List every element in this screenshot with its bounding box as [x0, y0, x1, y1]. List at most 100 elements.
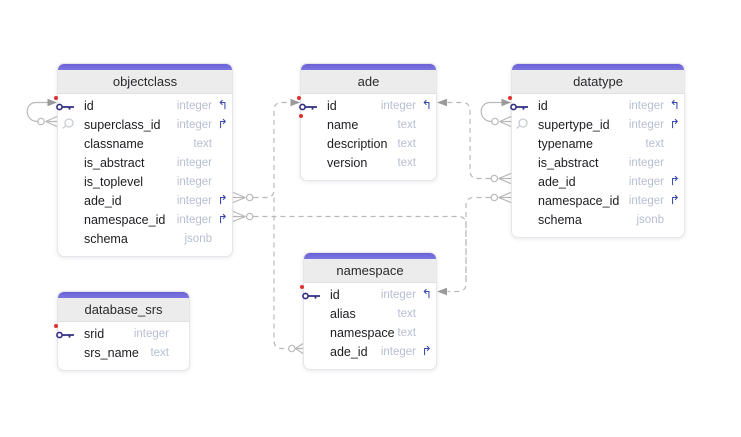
table-title[interactable]: database_srs [58, 298, 189, 322]
icon-slot [58, 229, 84, 248]
icon-slot [58, 153, 84, 172]
field-name: is_abstract [84, 155, 145, 170]
field-list: id integer ↰ alias text namespace text a… [300, 283, 436, 361]
field-row-superclass-id[interactable]: superclass_id integer ↱ [58, 115, 232, 134]
field-name: is_abstract [538, 155, 599, 170]
field-name: id [538, 98, 548, 113]
table-title[interactable]: namespace [304, 259, 436, 283]
field-row-is-toplevel[interactable]: is_toplevel integer [58, 172, 232, 191]
field-type: text [193, 137, 212, 150]
relationship-datatype-ade[interactable] [437, 98, 512, 185]
foreign-key-icon: ↱ [217, 192, 228, 208]
field-row-typename[interactable]: typename text [512, 134, 684, 153]
field-row-namespace-id[interactable]: namespace_id integer ↱ [512, 191, 684, 210]
field-type: text [397, 118, 416, 131]
field-name: classname [84, 136, 144, 151]
table-header-bar [58, 292, 189, 298]
field-row-name[interactable]: name text [301, 115, 436, 134]
field-name: schema [84, 231, 128, 246]
field-row-srs-name[interactable]: srs_name text [58, 343, 189, 362]
field-type: integer [176, 194, 212, 207]
foreign-key-icon: ↱ [669, 192, 680, 208]
icon-slot [512, 153, 538, 172]
attachment-dot [297, 95, 301, 100]
field-name: version [327, 155, 368, 170]
search-icon [60, 117, 76, 133]
field-type: integer [176, 175, 212, 188]
field-row-is-abstract[interactable]: is_abstract integer [512, 153, 684, 172]
attachment-dot [54, 95, 58, 100]
field-row-alias[interactable]: alias text [304, 304, 436, 323]
table-ade[interactable]: ade id integer ↰ name text description t… [297, 63, 437, 181]
field-type: text [645, 137, 664, 150]
relationship-objectclass-namespace[interactable] [232, 210, 467, 296]
field-name: name [327, 117, 359, 132]
field-type: integer [380, 345, 416, 358]
field-row-namespace-id[interactable]: namespace_id integer ↱ [58, 210, 232, 229]
attachment-dot [299, 114, 303, 118]
field-row-id[interactable]: id integer ↰ [300, 284, 436, 304]
field-type: integer [628, 99, 664, 112]
field-type: jsonb [636, 213, 665, 226]
field-type: text [397, 326, 416, 339]
icon-slot [54, 95, 84, 115]
attachment-dot [54, 323, 58, 328]
field-row-classname[interactable]: classname text [58, 134, 232, 153]
foreign-key-icon: ↱ [217, 211, 228, 227]
field-row-namespace[interactable]: namespace text [304, 323, 436, 342]
field-type: integer [176, 213, 212, 226]
foreign-key-icon: ↱ [421, 343, 432, 359]
field-type: integer [176, 118, 212, 131]
field-row-schema[interactable]: schema jsonb [512, 210, 684, 229]
field-row-id[interactable]: id integer ↰ [297, 95, 436, 115]
field-row-supertype-id[interactable]: supertype_id integer ↱ [512, 115, 684, 134]
field-type: text [150, 346, 169, 359]
icon-slot [304, 323, 330, 342]
relationship-objectclass-superclass[interactable] [26, 98, 58, 128]
field-row-ade-id[interactable]: ade_id integer ↱ [512, 172, 684, 191]
relationship-objectclass-ade[interactable] [232, 98, 300, 204]
field-type: jsonb [184, 232, 213, 245]
table-objectclass[interactable]: objectclass id integer ↰ superclass_id i… [54, 63, 233, 257]
referenced-by-icon: ↰ [669, 97, 680, 113]
field-row-schema[interactable]: schema jsonb [58, 229, 232, 248]
icon-slot [508, 95, 538, 115]
field-type: integer [380, 288, 416, 301]
field-row-id[interactable]: id integer ↰ [508, 95, 684, 115]
table-namespace[interactable]: namespace id integer ↰ alias text namesp… [300, 252, 437, 370]
primary-key-icon [300, 284, 323, 301]
field-name: namespace_id [84, 212, 166, 227]
icon-slot [58, 172, 84, 191]
table-title[interactable]: ade [301, 70, 436, 94]
relationship-namespace-ade[interactable] [273, 197, 304, 354]
field-row-is-abstract[interactable]: is_abstract integer [58, 153, 232, 172]
field-name: ade_id [84, 193, 122, 208]
primary-key-icon [54, 95, 77, 112]
table-title[interactable]: datatype [512, 70, 684, 94]
table-title[interactable]: objectclass [58, 70, 232, 94]
table-datatype[interactable]: datatype id integer ↰ supertype_id integ… [508, 63, 685, 238]
relationship-datatype-namespace[interactable] [465, 191, 512, 284]
attachment-dot [300, 284, 304, 289]
field-name: supertype_id [538, 117, 610, 132]
icon-slot [512, 191, 538, 210]
relationship-datatype-supertype[interactable] [480, 98, 512, 128]
icon-slot [512, 134, 538, 153]
field-row-ade-id[interactable]: ade_id integer ↱ [58, 191, 232, 210]
field-list: id integer ↰ supertype_id integer ↱ type… [508, 94, 684, 229]
field-row-version[interactable]: version text [301, 153, 436, 172]
attachment-dot [508, 95, 512, 100]
field-row-srid[interactable]: srid integer [54, 323, 189, 343]
field-type: integer [176, 99, 212, 112]
icon-slot [297, 95, 327, 115]
field-type: text [397, 137, 416, 150]
foreign-key-icon: ↱ [669, 173, 680, 189]
field-row-ade-id[interactable]: ade_id integer ↱ [304, 342, 436, 361]
icon-slot [304, 304, 330, 323]
table-database-srs[interactable]: database_srs srid integer srs_name text [54, 291, 190, 371]
field-row-description[interactable]: description text [301, 134, 436, 153]
field-row-id[interactable]: id integer ↰ [54, 95, 232, 115]
field-type: integer [628, 156, 664, 169]
